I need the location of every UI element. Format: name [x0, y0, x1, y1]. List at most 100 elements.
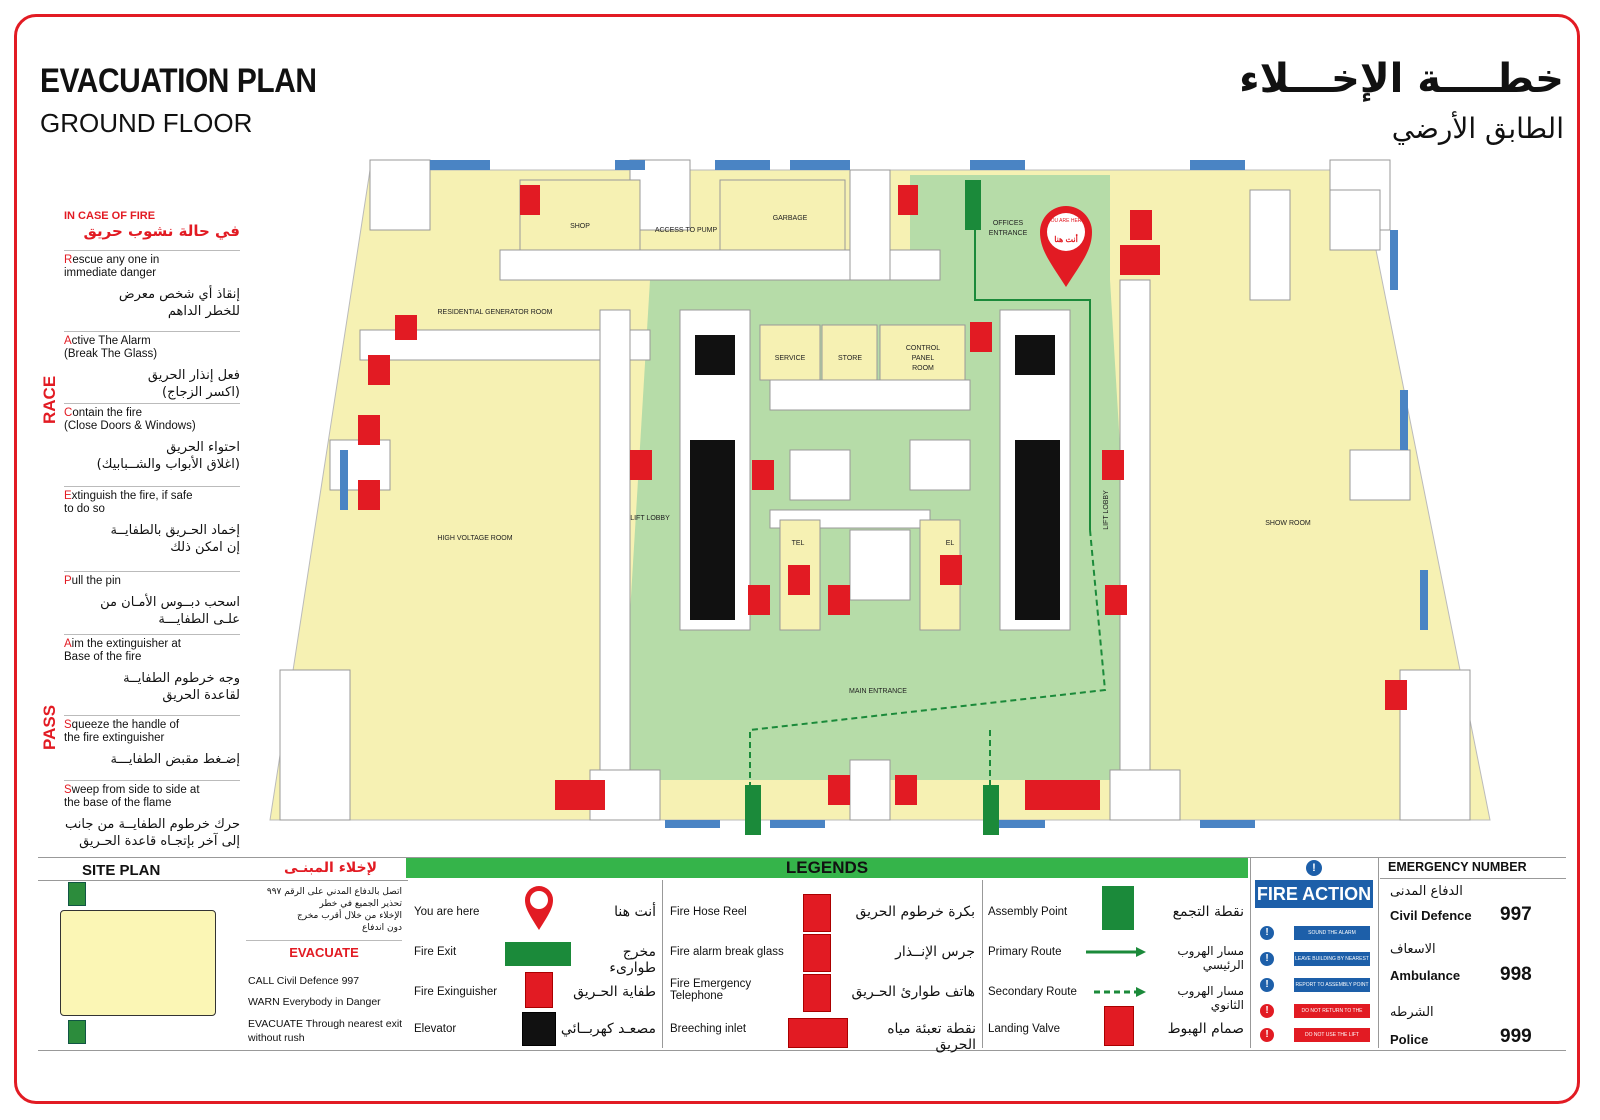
fire-exit-sign	[983, 785, 999, 835]
windows	[340, 160, 1428, 828]
assembly-point-icon	[68, 882, 86, 906]
step-contain: Contain the fire(Close Doors & Windows) …	[64, 403, 240, 473]
ambulance-ar: الاسعاف	[1390, 942, 1436, 957]
legend-col-divider	[662, 880, 663, 1048]
fire-equipment-signs	[358, 185, 1407, 810]
primary-route-icon	[1086, 947, 1146, 957]
evacuate-instructions-ar: اتصل بالدفاع المدني على الرقم ٩٩٧ تحذير …	[246, 886, 402, 934]
room-lift-lobby: LIFT LOBBY	[630, 515, 670, 522]
step-ar-1: إنقاذ أي شخص معرض	[118, 287, 240, 302]
evac-ar-line: اتصل بالدفاع المدني على الرقم ٩٩٧	[266, 887, 402, 897]
room-lift-lobby-right: LIFT LOBBY	[1103, 490, 1110, 530]
room-offices-entrance: ENTRANCE	[989, 230, 1028, 237]
legend-fire-exit: Fire Exit	[414, 946, 457, 958]
warning-icon: !	[1260, 1004, 1274, 1018]
legend-fire-hose-reel: Fire Hose Reel	[670, 906, 747, 918]
step-en-2: (Close Doors & Windows)	[64, 420, 196, 432]
emergency-telephone-icon	[803, 974, 831, 1012]
step-en-1: Active The Alarm	[64, 335, 151, 347]
fire-action-row: ! DO NOT USE THE LIFT	[1260, 1028, 1372, 1044]
step-en-2: immediate danger	[64, 267, 157, 279]
page-subtitle: GROUND FLOOR	[40, 108, 253, 138]
fire-action-row: !REPORT TO ASSEMBLY POINT	[1260, 978, 1372, 994]
room-access-pump: ACCESS TO PUMP	[655, 227, 718, 234]
room-main-entrance: MAIN ENTRANCE	[849, 688, 907, 695]
legend-assembly-point-ar: نقطة التجمع	[1172, 904, 1244, 920]
legend-alarm-break-glass: Fire alarm break glass	[670, 946, 784, 958]
police-label: Police	[1390, 1032, 1429, 1047]
room-tel: TEL	[792, 540, 805, 547]
legend-landing-valve-ar: صمام الهبوط	[1167, 1021, 1244, 1037]
legend-fire-exit-ar: مخرج طوارىء	[609, 944, 656, 976]
page-title: EVACUATION PLAN	[40, 62, 317, 100]
civil-defence-label: Civil Defence	[1390, 908, 1472, 923]
call-line: CALL Civil Defence 997	[248, 975, 360, 987]
info-icon: !	[1260, 952, 1274, 966]
civil-defence-ar: الدفاع المدنى	[1390, 884, 1463, 899]
floor-plan-map: YOU ARE HERE أنت هنا SHOP ACCESS TO PUMP…	[269, 159, 1491, 835]
room-store: STORE	[838, 355, 862, 362]
elevator-icon	[522, 1012, 556, 1046]
step-ar-1: وجه خرطوم الطفايــة	[123, 671, 240, 686]
step-ar-2: إن امكن ذلك	[170, 540, 240, 555]
room-control: CONTROL	[906, 345, 940, 352]
fire-exit-icon	[505, 942, 571, 966]
step-en-2: Base of the fire	[64, 651, 142, 663]
fire-action-row: !LEAVE BUILDING BY NEAREST EXIT	[1260, 952, 1372, 976]
legend-breeching-inlet-ar: نقطة تعبئة مياه الحريق	[887, 1021, 976, 1053]
ambulance-number: 998	[1500, 964, 1532, 985]
police-ar: الشرطه	[1390, 1005, 1434, 1020]
step-en-1: Contain the fire	[64, 407, 142, 419]
site-plan-title: SITE PLAN	[82, 862, 161, 879]
legend-primary-route-ar: مسار الهروب الرئيسي	[1177, 944, 1244, 972]
evacuate-line-2: without rush	[248, 1032, 305, 1044]
evacuate-title: EVACUATE	[246, 940, 402, 960]
info-icon: !	[1260, 926, 1274, 940]
room-garbage: GARBAGE	[773, 215, 808, 222]
step-ar-1: اسحب دبــوس الأمـان من	[100, 595, 240, 610]
step-ar-2: للخطر الداهم	[167, 304, 240, 319]
legend-emergency-telephone-ar: هاتف طوارئ الحـريق	[851, 984, 975, 1000]
legend-alarm-break-glass-ar: جرس الإنــذار	[895, 944, 975, 960]
legend-landing-valve: Landing Valve	[988, 1023, 1061, 1035]
step-en-1: Squeeze the handle of	[64, 719, 180, 731]
site-plan-title-ar: لإخلاء المبنـى	[284, 860, 377, 876]
secondary-route	[749, 529, 1107, 790]
step-en-1: Rescue any one in	[64, 254, 160, 266]
secondary-route-icon	[1094, 987, 1146, 997]
site-plan-divider	[38, 880, 408, 881]
fire-exit-sign	[745, 785, 761, 835]
room-shop: SHOP	[570, 223, 590, 230]
fire-action-label: DO NOT RETURN TO THE BUILDING UNTIL AUTH…	[1294, 1004, 1370, 1042]
race-label: RACE	[40, 375, 59, 424]
poster-frame	[14, 14, 1580, 1104]
legend-breeching-inlet: Breeching inlet	[670, 1023, 747, 1035]
room-residential-generator: RESIDENTIAL GENERATOR ROOM	[438, 309, 553, 316]
warning-icon: !	[1260, 1028, 1274, 1042]
page-title-ar: خطــــة الإخـــلاء	[1239, 56, 1564, 102]
legend-you-are-here-ar: أنت هنا	[614, 904, 656, 920]
step-en-2: (Break The Glass)	[64, 348, 158, 360]
step-ar-2: (اكسر الزجاج)	[162, 385, 240, 400]
step-en-1: Pull the pin	[64, 575, 121, 587]
legend-secondary-route: Secondary Route	[988, 986, 1077, 998]
section-divider	[1250, 858, 1251, 1048]
legend-emergency-telephone-1: Fire Emergency	[670, 978, 752, 990]
room-show-room: SHOW ROOM	[1265, 520, 1311, 527]
fire-action-label: DO NOT USE THE LIFT	[1294, 1028, 1370, 1042]
step-ar-2: (اغلاق الأبواب والشــبابيك)	[96, 457, 240, 472]
info-icon: !	[1260, 978, 1274, 992]
step-ar-1: إضـغط مقبض الطفايـــة	[110, 752, 240, 767]
legend-elevator-ar: مصعـد كهربــائي	[560, 1021, 656, 1037]
you-are-here-pin: YOU ARE HERE أنت هنا	[1040, 206, 1092, 287]
legends-title: LEGENDS	[406, 858, 1248, 878]
warn-line: WARN Everybody in Danger	[248, 996, 381, 1008]
step-ar-1: إخماد الحـريق بالطفايــة	[110, 523, 240, 538]
primary-route	[974, 190, 1091, 530]
page-subtitle-ar: الطابق الأرضي	[1391, 112, 1564, 145]
